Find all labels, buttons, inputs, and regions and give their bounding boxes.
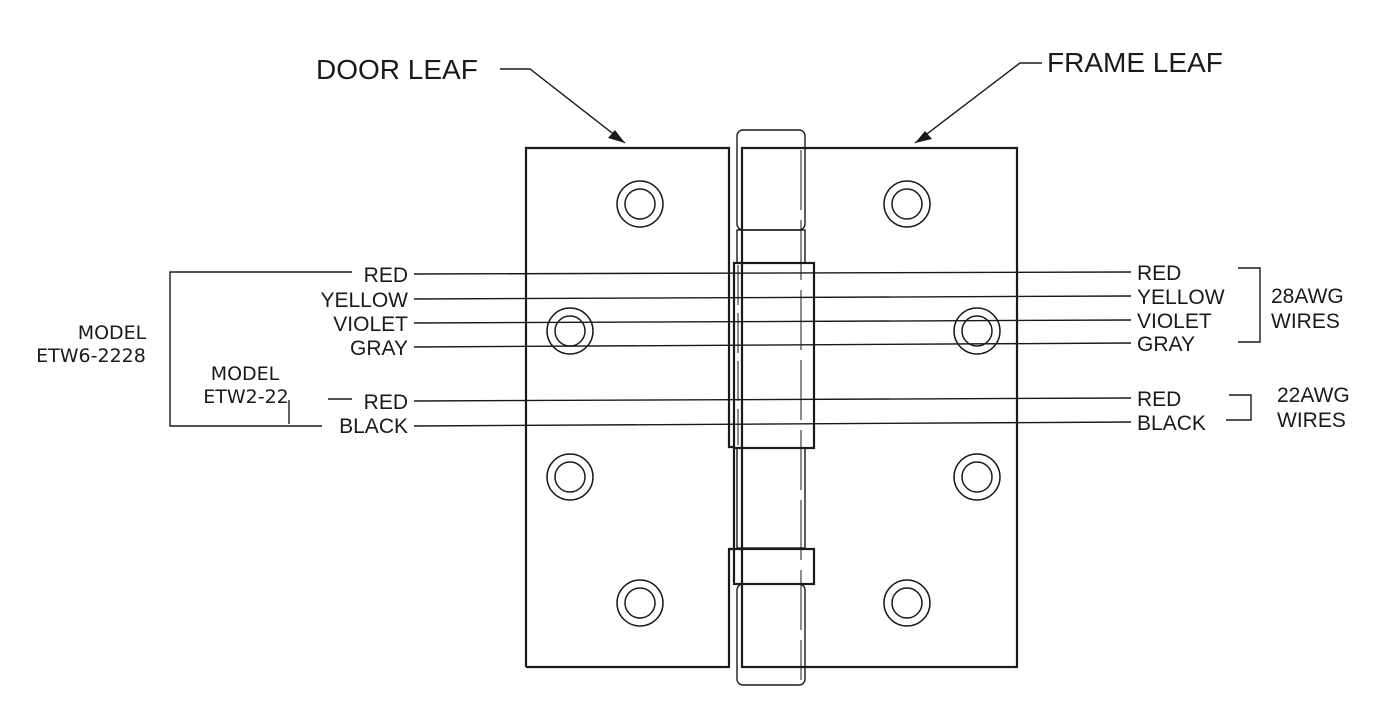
left-wire-label: GRAY <box>350 337 408 360</box>
screw-hole <box>953 307 1001 355</box>
door-leaf <box>524 146 734 667</box>
wire-red-22 <box>413 397 1132 402</box>
right-wire-label: YELLOW <box>1137 286 1225 309</box>
screw-hole <box>616 180 664 228</box>
model-etw6-line2: ETW6-2228 <box>36 345 146 367</box>
awg22-bracket <box>1226 394 1252 421</box>
screw-hole <box>546 307 594 355</box>
model-etw2-line1: MODEL <box>211 363 280 385</box>
screw-hole <box>616 579 664 627</box>
wire-gray <box>413 342 1132 348</box>
screw-hole <box>546 453 594 501</box>
model-etw6-line1: MODEL <box>78 322 147 344</box>
model-etw2-line2: ETW2-22 <box>203 386 289 408</box>
wire-yellow <box>413 295 1132 300</box>
knuckle <box>732 261 816 450</box>
right-wire-label: GRAY <box>1137 333 1195 356</box>
door-leaf-leader <box>500 68 626 144</box>
screw-holes <box>546 180 1001 627</box>
model-etw2-bracket <box>288 398 352 424</box>
left-wire-label: YELLOW <box>320 289 408 312</box>
hinge-body <box>524 129 1019 686</box>
right-wire-labels: RED YELLOW VIOLET GRAY RED BLACK <box>1137 262 1225 435</box>
awg28-line2: WIRES <box>1271 310 1340 333</box>
awg22-line2: WIRES <box>1277 409 1346 432</box>
right-wire-label: RED <box>1137 388 1181 411</box>
left-wire-label: RED <box>364 264 408 287</box>
wire-black <box>413 421 1132 427</box>
screw-hole <box>883 579 931 627</box>
left-wire-labels: RED YELLOW VIOLET GRAY RED BLACK <box>320 264 408 438</box>
awg28-bracket <box>1238 267 1261 343</box>
awg28-line1: 28AWG <box>1271 285 1344 308</box>
right-wire-label: BLACK <box>1137 412 1206 435</box>
screw-hole <box>883 180 931 228</box>
wire-red-28 <box>413 271 1132 275</box>
knuckle <box>736 129 806 231</box>
knuckle <box>736 583 806 686</box>
frame-leaf-label: FRAME LEAF <box>1047 47 1223 78</box>
door-leaf-label: DOOR LEAF <box>316 54 478 85</box>
knuckle <box>732 547 816 586</box>
knuckle <box>736 447 806 549</box>
left-wire-label: VIOLET <box>333 313 408 336</box>
left-wire-label: RED <box>364 391 408 414</box>
frame-leaf <box>740 146 1019 669</box>
frame-leaf-leader <box>914 62 1042 144</box>
model-etw6-bracket <box>169 271 352 427</box>
wire-lines <box>413 271 1132 427</box>
right-wire-label: RED <box>1137 262 1181 285</box>
awg22-line1: 22AWG <box>1277 384 1350 407</box>
right-wire-label: VIOLET <box>1137 310 1212 333</box>
left-wire-label: BLACK <box>339 415 408 438</box>
screw-hole <box>953 453 1001 501</box>
wire-violet <box>413 319 1132 324</box>
knuckle <box>736 229 806 264</box>
